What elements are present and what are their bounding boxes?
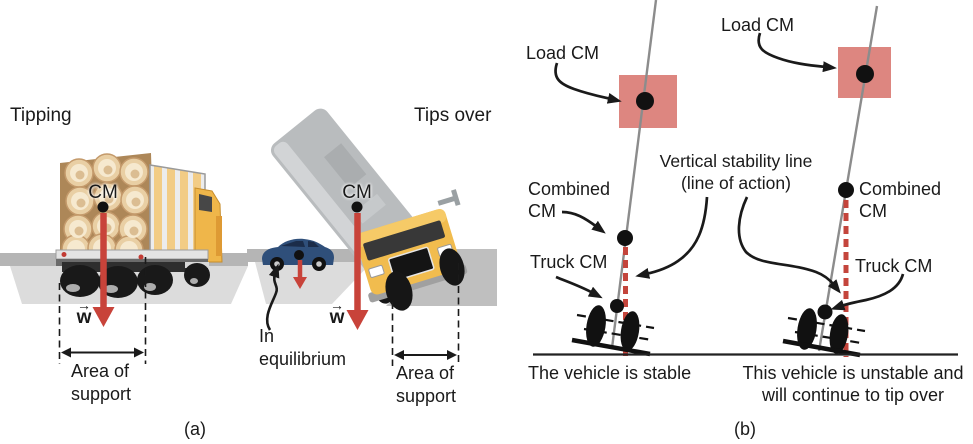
load-cm-label-unstable: Load CM	[721, 15, 795, 35]
truck-cm-dot-unstable	[817, 304, 833, 320]
truck-icon-unstable	[782, 308, 866, 358]
cm-dot-log-truck	[97, 201, 109, 213]
panel-b-label: (b)	[734, 419, 756, 439]
weight-vector-label-left: → w	[70, 297, 98, 327]
truck-cm-label-unstable: Truck CM	[855, 256, 933, 276]
cm-dot-car	[294, 250, 304, 260]
tilt-line-stable	[610, 0, 658, 349]
load-cm-label-stable: Load CM	[526, 43, 600, 63]
load-cm-dot-stable	[636, 92, 654, 110]
truck-cm-arrow-unstable	[830, 273, 905, 311]
support-measure-arrow-left	[61, 347, 144, 358]
weight-vector-label-middle: → w	[323, 297, 351, 327]
combined-cm-label-stable: Combined CM	[528, 179, 611, 221]
car-illustration	[262, 238, 334, 289]
truck-cm-label-stable: Truck CM	[530, 252, 608, 272]
log-truck-illustration	[55, 153, 223, 298]
panel-a-label: (a)	[184, 419, 206, 439]
truck-cm-dot-stable	[610, 299, 624, 313]
support-dashed-lines-left	[58, 257, 147, 364]
cm-label-tipping-truck: CM	[342, 182, 372, 203]
combined-cm-dot-unstable	[838, 182, 854, 198]
area-of-support-label-left: Area of support	[71, 361, 132, 404]
load-cm-dot-unstable	[856, 65, 874, 83]
support-measure-arrow-middle	[394, 350, 457, 360]
combined-cm-dot-stable	[617, 230, 633, 246]
cm-dot-tipping-truck	[351, 201, 363, 213]
area-of-support-label-middle: Area of support	[396, 363, 457, 406]
weight-arrow-car	[293, 260, 307, 289]
weight-arrow-log-truck	[92, 213, 115, 327]
vector-arrow-icon: →	[330, 297, 344, 313]
truck-icon-stable	[571, 305, 655, 357]
stability-line-arrow-unstable	[737, 196, 841, 294]
tips-over-title: Tips over	[414, 105, 492, 126]
equilibrium-pointer-arrow	[265, 263, 280, 331]
stability-line-arrow-stable	[635, 196, 709, 279]
in-equilibrium-label: In equilibrium	[259, 326, 347, 369]
stability-line-label: Vertical stability line (line of action)	[659, 151, 813, 193]
caption-stable: The vehicle is stable	[528, 363, 692, 383]
combined-cm-arrow-stable	[561, 210, 606, 234]
load-cm-arrow-stable	[554, 62, 622, 104]
cm-label-log-truck: CM	[88, 182, 118, 203]
combined-cm-label-unstable: Combined CM	[859, 179, 942, 221]
vector-arrow-icon: →	[77, 297, 91, 313]
load-cm-arrow-unstable	[757, 32, 837, 73]
caption-unstable: This vehicle is unstable and will contin…	[742, 363, 964, 405]
tipping-title: Tipping	[10, 105, 72, 126]
support-dashed-lines-middle	[391, 263, 460, 366]
weight-arrow-tipping-truck	[346, 213, 369, 330]
truck-cm-arrow-stable	[555, 275, 603, 299]
